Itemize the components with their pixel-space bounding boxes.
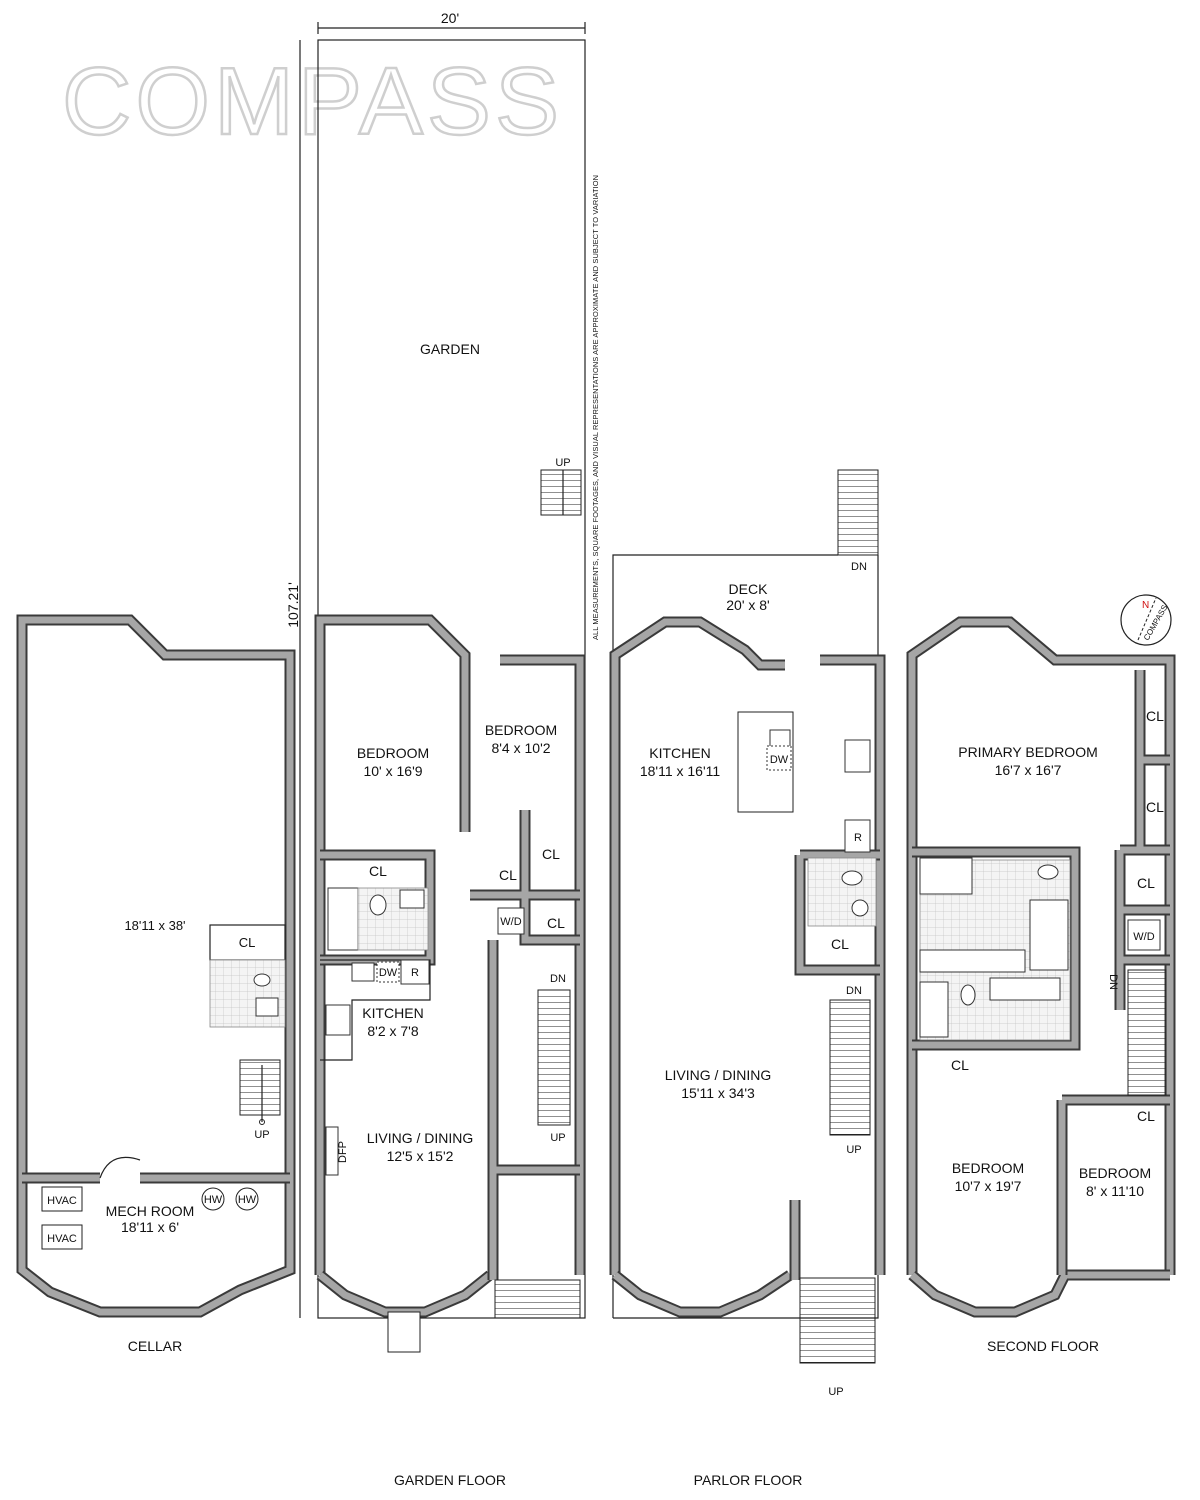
disclaimer-text: ALL MEASUREMENTS, SQUARE FOOTAGES, AND V… xyxy=(591,175,600,640)
garden-closet-2: CL xyxy=(542,846,560,862)
garden-stairs-up-2: UP xyxy=(550,1132,565,1144)
garden-bedroom-1-name: BEDROOM xyxy=(357,745,429,761)
garden-bedroom-2-name: BEDROOM xyxy=(485,722,557,738)
second-closet-5: CL xyxy=(1137,1108,1155,1124)
cellar-stairs-up: UP xyxy=(254,1129,269,1141)
parlor-living-name: LIVING / DINING xyxy=(665,1067,772,1083)
garden-bedroom-2-size: 8'4 x 10'2 xyxy=(491,740,550,756)
cellar-closet-label: CL xyxy=(239,935,256,950)
compass-logo: COMPASS xyxy=(62,48,563,155)
deck-size: 20' x 8' xyxy=(726,597,769,613)
mech-room-size: 18'11 x 6' xyxy=(121,1219,179,1235)
lot-width-dimension: 20' xyxy=(317,10,586,34)
garden-washer-dryer: W/D xyxy=(500,916,521,928)
garden-living-name: LIVING / DINING xyxy=(367,1130,474,1146)
parlor-kitchen-name: KITCHEN xyxy=(649,745,710,761)
third-bedroom-size: 8' x 11'10 xyxy=(1086,1183,1144,1199)
garden-floor-plan: GARDEN UP BEDROOM 10' x 16'9 BEDROOM 8'4… xyxy=(314,39,586,1488)
second-closet-3: CL xyxy=(1137,875,1155,891)
compass-north-label: N xyxy=(1142,600,1149,611)
lot-depth-dimension: 107.21' xyxy=(285,40,301,1318)
lot-width-label: 20' xyxy=(441,10,459,26)
compass-rose-icon: N COMPASS xyxy=(1120,594,1172,646)
primary-bedroom-name: PRIMARY BEDROOM xyxy=(958,744,1098,760)
parlor-floor-plan: DECK 20' x 8' DN KITCHEN 18'11 x 16'11 L… xyxy=(609,469,886,1488)
second-washer-dryer: W/D xyxy=(1133,931,1154,943)
stoop-stairs-up: UP xyxy=(828,1386,843,1398)
garden-closet-3: CL xyxy=(499,867,517,883)
primary-bedroom-size: 16'7 x 16'7 xyxy=(995,762,1062,778)
second-closet-1: CL xyxy=(1146,708,1164,724)
cellar-room-size: 18'11 x 38' xyxy=(124,918,185,933)
garden-closet-1: CL xyxy=(369,863,387,879)
garden-kitchen-size: 8'2 x 7'8 xyxy=(367,1023,418,1039)
garden-kitchen-name: KITCHEN xyxy=(362,1005,423,1021)
mech-room-name: MECH ROOM xyxy=(106,1203,195,1219)
water-heater-2: HW xyxy=(238,1194,257,1206)
garden-dishwasher: DW xyxy=(379,967,398,979)
hvac-unit-2: HVAC xyxy=(47,1233,77,1245)
garden-living-size: 12'5 x 15'2 xyxy=(387,1148,454,1164)
cellar-title: CELLAR xyxy=(128,1338,182,1354)
second-closet-2: CL xyxy=(1146,799,1164,815)
water-heater-1: HW xyxy=(204,1194,223,1206)
second-floor-title: SECOND FLOOR xyxy=(987,1338,1099,1354)
second-stairs-dn: DN xyxy=(1107,974,1119,990)
second-floor-plan: PRIMARY BEDROOM 16'7 x 16'7 BEDROOM 10'7… xyxy=(906,616,1176,1354)
deck-stairs-dn: DN xyxy=(851,561,867,573)
parlor-closet: CL xyxy=(831,936,849,952)
parlor-floor-title: PARLOR FLOOR xyxy=(694,1472,803,1488)
garden-refrigerator: R xyxy=(411,967,419,979)
parlor-refrigerator: R xyxy=(854,832,862,844)
parlor-stairs-up: UP xyxy=(846,1144,861,1156)
second-bedroom-name: BEDROOM xyxy=(952,1160,1024,1176)
garden-stairs-up: UP xyxy=(555,457,570,469)
garden-floor-title: GARDEN FLOOR xyxy=(394,1472,506,1488)
garden-fireplace: DFP xyxy=(337,1141,349,1163)
second-bedroom-size: 10'7 x 19'7 xyxy=(955,1178,1022,1194)
parlor-kitchen-size: 18'11 x 16'11 xyxy=(640,763,721,779)
hvac-unit-1: HVAC xyxy=(47,1195,77,1207)
garden-closet-4: CL xyxy=(547,915,565,931)
second-closet-4: CL xyxy=(951,1057,969,1073)
third-bedroom-name: BEDROOM xyxy=(1079,1165,1151,1181)
lot-depth-label: 107.21' xyxy=(285,582,301,628)
parlor-living-size: 15'11 x 34'3 xyxy=(681,1085,755,1101)
garden-stairs-dn: DN xyxy=(550,973,566,985)
parlor-dishwasher: DW xyxy=(770,754,789,766)
cellar-plan: 18'11 x 38' CL UP MECH ROOM 18'11 x 6' H… xyxy=(16,614,296,1354)
deck-name: DECK xyxy=(729,581,769,597)
garden-bedroom-1-size: 10' x 16'9 xyxy=(363,763,422,779)
parlor-stairs-dn: DN xyxy=(846,985,862,997)
garden-label: GARDEN xyxy=(420,341,480,357)
